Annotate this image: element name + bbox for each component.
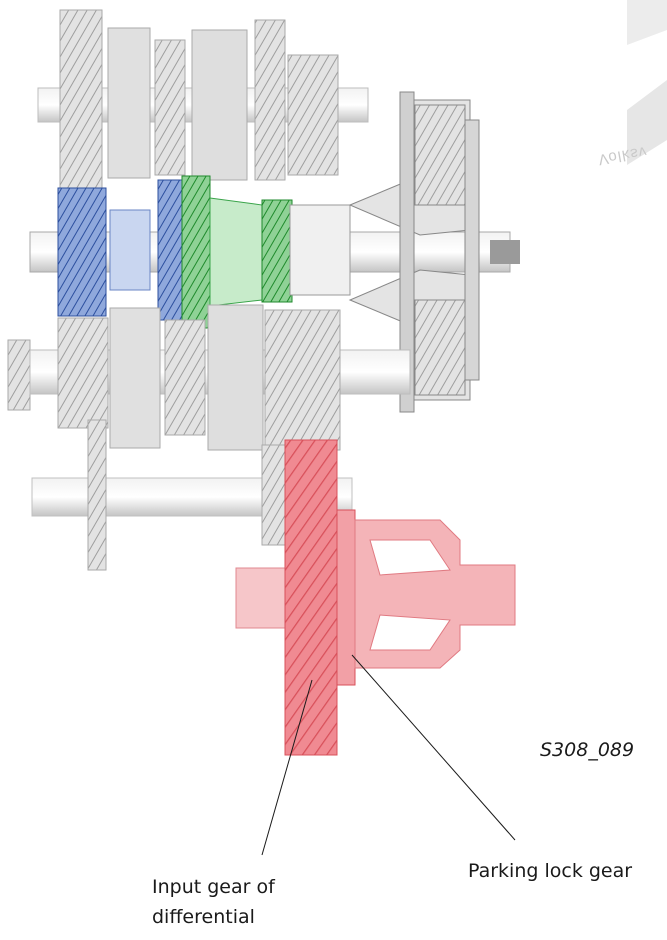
differential xyxy=(235,439,516,756)
leader-line-parking-gear xyxy=(351,654,516,841)
upper-countershaft xyxy=(37,9,369,191)
label-input-gear-of-differential: Input gear of differential xyxy=(152,872,275,932)
label-parking-lock-gear: Parking lock gear xyxy=(468,860,633,882)
leader-line-input-gear xyxy=(261,679,313,856)
lower-countershaft xyxy=(7,304,411,451)
clutch-assembly xyxy=(289,91,480,413)
figure-code: S308_089 xyxy=(540,739,635,761)
label-input-gear-line1: Input gear of xyxy=(152,876,275,898)
input-shaft xyxy=(29,175,520,329)
watermark xyxy=(627,0,667,165)
label-input-gear-line2: differential xyxy=(152,906,255,928)
